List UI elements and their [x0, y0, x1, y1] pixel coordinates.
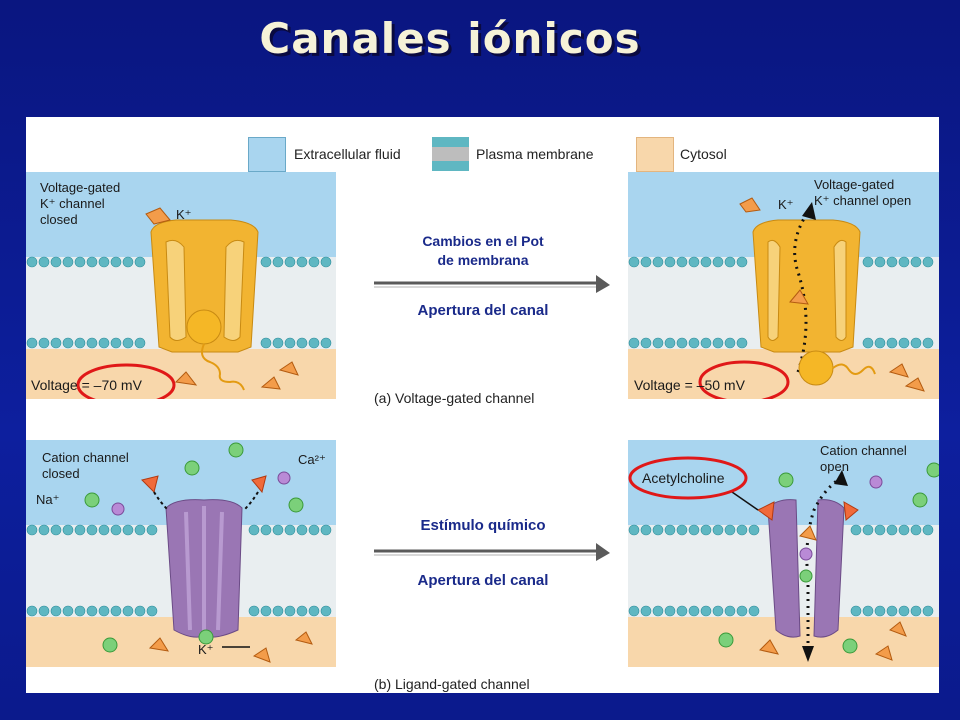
legend-label-extracellular: Extracellular fluid [294, 146, 401, 162]
arrow-bottom-label: Apertura del canal [417, 302, 549, 319]
figure-canvas: Extracellular fluid Plasma membrane Cyto… [26, 117, 939, 693]
k-ion-label-open: K⁺ [778, 197, 794, 212]
right-arrow-icon [374, 275, 610, 293]
slide-title: Canales iónicos [259, 14, 641, 63]
caption-a: (a) Voltage-gated channel [374, 390, 535, 406]
voltage-channel-closed-illustration [26, 172, 336, 399]
extracellular-swatch [248, 137, 286, 172]
panel-a-open: K⁺ Voltage-gated K⁺ channel open Voltage… [628, 172, 939, 399]
cytosol-swatch [636, 137, 674, 172]
acetylcholine-label: Acetylcholine [642, 470, 725, 486]
arrow-top-label: Cambios en el Pot de membrana [422, 233, 544, 268]
ligand-channel-closed-illustration [26, 440, 336, 667]
membrane-swatch [432, 137, 469, 171]
panel-a-closed: Voltage-gated K⁺ channel closed K⁺ Volta… [26, 172, 336, 399]
right-arrow-icon-b [374, 543, 610, 561]
k-ion-label: K⁺ [176, 207, 192, 222]
voltage-channel-open-illustration [628, 172, 939, 399]
ca-ion-label: Ca²⁺ [298, 452, 326, 467]
ligand-channel-open-illustration [628, 440, 939, 667]
arrow-top-label-b: Estímulo químico [420, 517, 546, 534]
legend-label-membrane: Plasma membrane [476, 146, 594, 162]
panel-b-closed: Cation channel closed Na⁺ Ca²⁺ K⁺ [26, 440, 336, 667]
legend-label-cytosol: Cytosol [680, 146, 727, 162]
arrow-bottom-label-b: Apertura del canal [417, 572, 549, 589]
panel-b-open: Acetylcholine Cation channel open [628, 440, 939, 667]
caption-b: (b) Ligand-gated channel [374, 676, 530, 692]
channel-state-label: Voltage-gated K⁺ channel closed [40, 180, 121, 227]
k-ion-label-b: K⁺ [198, 642, 214, 657]
voltage-label: Voltage = –70 mV [31, 377, 142, 393]
cation-channel-state-label: Cation channel closed [42, 450, 129, 481]
cation-channel-state-label-open: Cation channel open [820, 443, 907, 474]
voltage-label-open: Voltage = –50 mV [634, 377, 745, 393]
na-ion-label: Na⁺ [36, 492, 60, 507]
channel-state-label-open: Voltage-gated K⁺ channel open [814, 177, 912, 208]
